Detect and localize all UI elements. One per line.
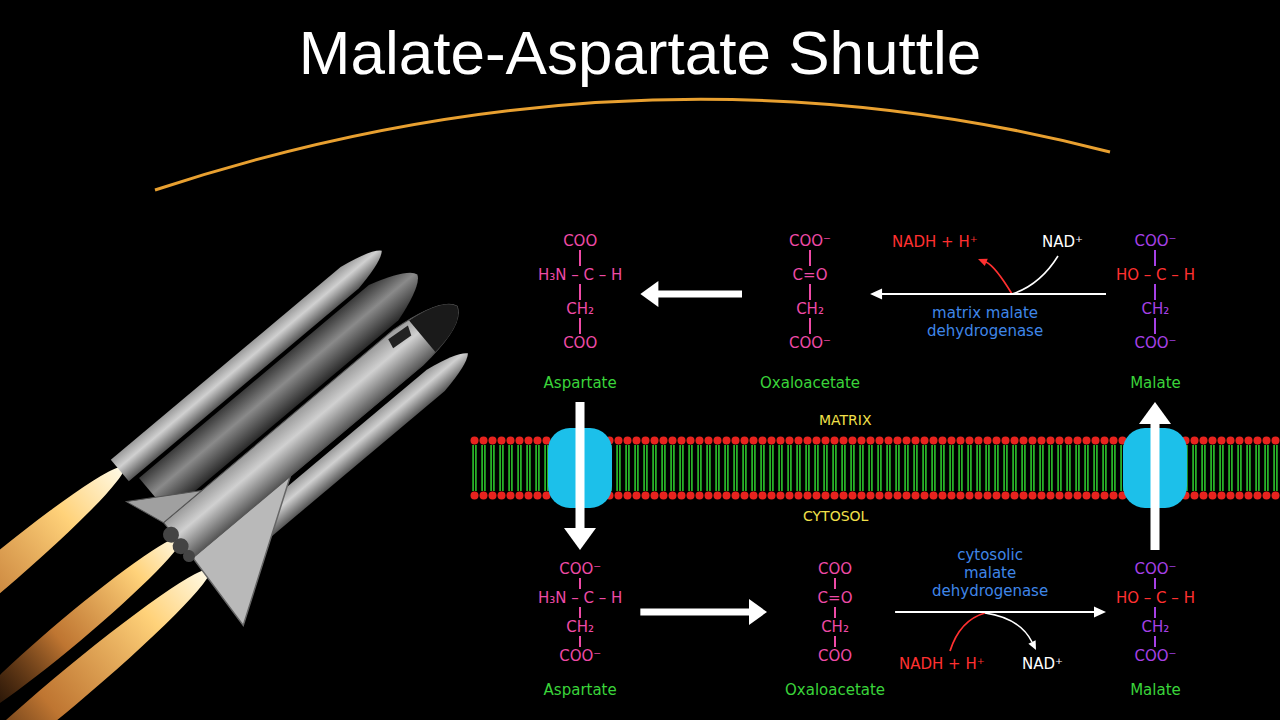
connector-arrow (870, 289, 1106, 300)
formula-line: H₃N – C – H (538, 266, 622, 284)
arrowhead (640, 281, 658, 307)
formula-line: COO⁻ (559, 560, 601, 578)
bond-line (1154, 578, 1156, 589)
bond-line (834, 607, 836, 618)
cofactor-curve (985, 613, 1032, 642)
formula-line: CH₂ (566, 618, 594, 636)
orbiter-engine (181, 548, 198, 565)
bond-line (1154, 636, 1156, 647)
arrowhead (564, 528, 596, 550)
formula-line: COO⁻ (789, 232, 831, 250)
formula-line: COO (563, 232, 597, 250)
annotation-label: MATRIX (817, 411, 874, 429)
engine-flame (0, 526, 191, 720)
bond-line (834, 636, 836, 647)
formula-line: HO – C – H (1116, 266, 1195, 284)
formula-line: CH₂ (796, 300, 824, 318)
cofactor-arrowhead (978, 259, 988, 266)
annotation-label: NAD⁺ (1020, 655, 1065, 673)
bond-line (579, 250, 581, 266)
cofactor-curve (950, 613, 985, 651)
molecule-name: Malate (1130, 681, 1181, 699)
connector-arrow (564, 402, 596, 550)
molecule-node: COO⁻ C=O CH₂ COO⁻ Oxaloacetate (760, 232, 860, 392)
molecule-node: COO⁻ HO – C – H CH₂ COO⁻ Malate (1116, 232, 1195, 392)
molecule-name: Oxaloacetate (760, 374, 860, 392)
orbiter-window (387, 324, 415, 350)
bond-line (1154, 250, 1156, 266)
formula-line: COO⁻ (789, 334, 831, 352)
connector-shaft (640, 609, 752, 616)
formula-line: C=O (793, 266, 828, 284)
diagram-title: Malate-Aspartate Shuttle (0, 20, 1280, 86)
molecule-name: Oxaloacetate (785, 681, 885, 699)
bond-line (1154, 318, 1156, 334)
molecule-name: Aspartate (544, 374, 617, 392)
connector-shaft (895, 611, 1096, 613)
bond-line (1154, 284, 1156, 300)
connector-shaft (1151, 420, 1160, 550)
bond-line (579, 636, 581, 647)
molecule-node: COO H₃N – C – H CH₂ COO Aspartate (538, 232, 622, 392)
orbiter-body (164, 289, 472, 558)
connector-arrow (1139, 402, 1171, 550)
enzyme-label: cytosolic malate dehydrogenase (930, 546, 1050, 600)
bond-line (809, 284, 811, 300)
arrowhead (1094, 607, 1106, 618)
molecule-node: COO C=O CH₂ COO Oxaloacetate (785, 560, 885, 699)
bond-line (579, 318, 581, 334)
bond-line (579, 607, 581, 618)
formula-line: CH₂ (566, 300, 594, 318)
connector-arrow (895, 607, 1106, 618)
formula-line: COO (818, 647, 852, 665)
connector-shaft (576, 402, 585, 532)
arrowhead (1139, 402, 1171, 424)
rocket-booster (111, 240, 391, 481)
formula-line: CH₂ (821, 618, 849, 636)
arrowhead (870, 289, 882, 300)
bond-line (1154, 607, 1156, 618)
connector-arrow (640, 281, 742, 307)
bond-line (834, 578, 836, 589)
molecule-name: Aspartate (544, 681, 617, 699)
annotation-label: NADH + H⁺ (897, 655, 987, 673)
annotation-label: CYTOSOL (801, 507, 870, 525)
cofactor-arrowhead (1028, 640, 1036, 650)
annotation-label: NADH + H⁺ (890, 233, 980, 251)
connector-shaft (655, 291, 742, 298)
enzyme-label: matrix malate dehydrogenase (925, 304, 1045, 340)
formula-line: COO (818, 560, 852, 578)
molecule-node: COO⁻ HO – C – H CH₂ COO⁻ Malate (1116, 560, 1195, 699)
arrowhead (749, 599, 767, 625)
formula-line: C=O (818, 589, 853, 607)
molecule-node: COO⁻ H₃N – C – H CH₂ COO⁻ Aspartate (538, 560, 622, 699)
formula-line: COO⁻ (1134, 560, 1176, 578)
cofactor-curve (986, 262, 1012, 294)
formula-line: CH₂ (1142, 618, 1170, 636)
bond-line (809, 250, 811, 266)
formula-line: COO⁻ (559, 647, 601, 665)
formula-line: CH₂ (1142, 300, 1170, 318)
annotation-label: NAD⁺ (1040, 233, 1085, 251)
connector-arrow (640, 599, 767, 625)
bond-line (579, 284, 581, 300)
bond-line (579, 578, 581, 589)
connector-shaft (880, 293, 1106, 295)
formula-line: COO⁻ (1134, 334, 1176, 352)
formula-line: HO – C – H (1116, 589, 1195, 607)
space-shuttle (0, 224, 526, 720)
orbiter-nose (409, 291, 471, 352)
molecule-name: Malate (1130, 374, 1181, 392)
cofactor-curve (1012, 256, 1058, 294)
formula-line: H₃N – C – H (538, 589, 622, 607)
formula-line: COO⁻ (1134, 232, 1176, 250)
formula-line: COO (563, 334, 597, 352)
bond-line (809, 318, 811, 334)
orbiter-tail-fin (126, 460, 202, 532)
formula-line: COO⁻ (1134, 647, 1176, 665)
title-arc (155, 99, 1110, 190)
